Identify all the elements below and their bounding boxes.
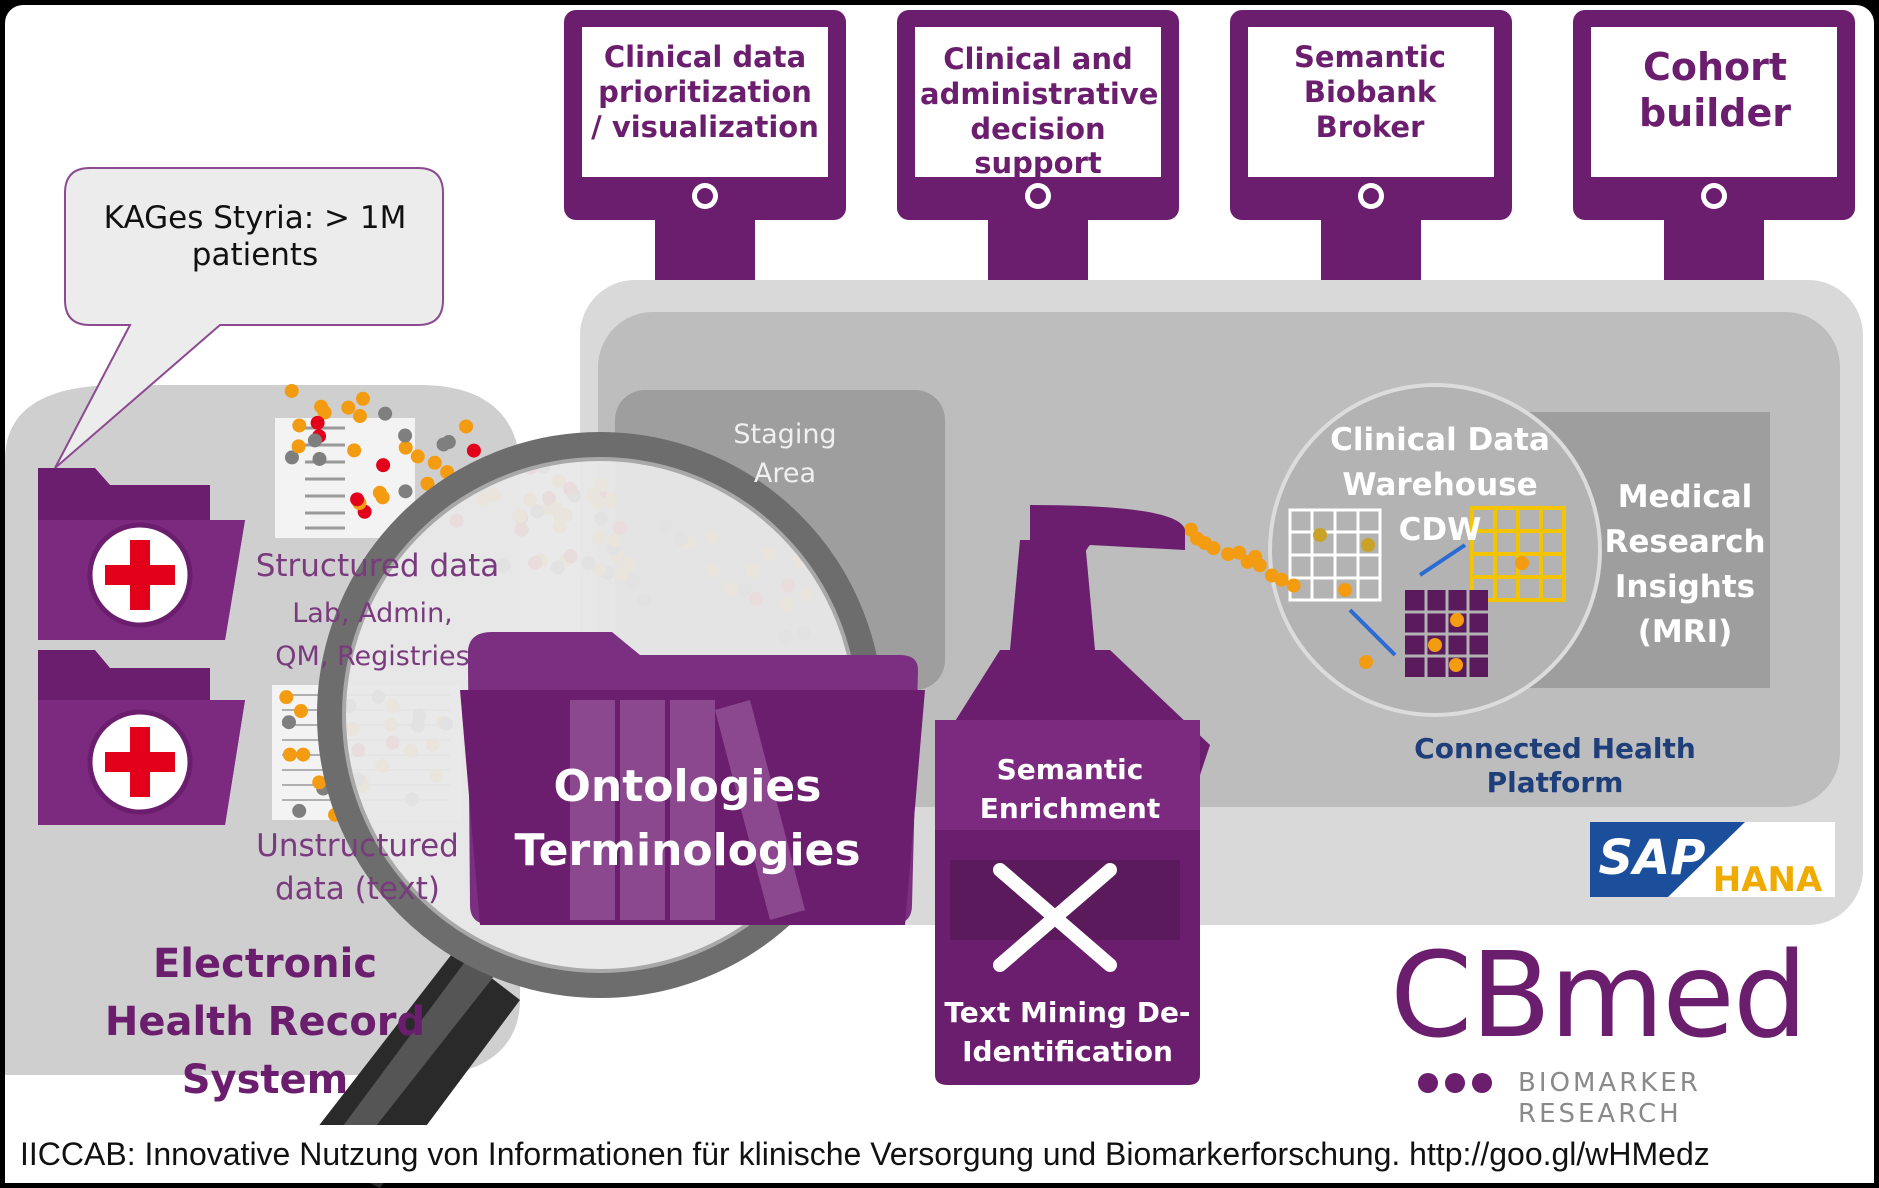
- data-dot: [352, 409, 367, 424]
- data-dot: [466, 443, 481, 458]
- staging-area-label: Staging Area: [733, 419, 837, 490]
- structured-data-title: Structured data: [255, 548, 500, 584]
- cdw-dot: [1449, 658, 1463, 672]
- data-dot: [314, 399, 329, 414]
- data-dot: [420, 476, 435, 491]
- data-dot: [347, 443, 362, 458]
- data-dot: [1274, 572, 1289, 587]
- monitor-label: Semantic Biobank Broker: [1294, 40, 1446, 144]
- data-dot: [312, 451, 327, 466]
- data-dot: [355, 391, 370, 406]
- data-dot: [310, 415, 325, 430]
- monitor-label: Clinical and administrative decision sup…: [920, 42, 1159, 181]
- data-dot: [441, 435, 456, 450]
- data-dot: [1221, 547, 1236, 562]
- mri-label: Medical Research Insights (MRI): [1604, 479, 1766, 650]
- cbmed-dot: [1445, 1073, 1465, 1093]
- data-dot: [372, 485, 387, 500]
- data-dot: [1252, 558, 1267, 573]
- data-dot: [284, 450, 299, 465]
- cdw-arrows: [1348, 543, 1467, 657]
- structured-data-lines: [305, 426, 345, 530]
- cdw-dot: [1428, 638, 1442, 652]
- cdw-grid-white: [1288, 508, 1382, 602]
- wrench-icon: [993, 863, 1117, 972]
- data-dot: [341, 400, 356, 415]
- unstructured-data-title: Unstructured data (text): [256, 828, 459, 908]
- cdw-dot: [1361, 538, 1375, 552]
- monitor-label: Cohort builder: [1638, 45, 1792, 135]
- data-dot: [1232, 545, 1247, 560]
- ontology-line2: Terminologies: [514, 824, 861, 876]
- cbmed-dot: [1472, 1073, 1492, 1093]
- semantic-enrichment-label: Semantic Enrichment: [979, 753, 1161, 826]
- monitor-label: Clinical data prioritization / visualiza…: [591, 40, 819, 144]
- data-dot: [292, 803, 307, 818]
- data-dot: [312, 775, 327, 790]
- data-dot: [459, 419, 474, 434]
- ontology-label: Ontologies Terminologies: [505, 755, 870, 883]
- callout-bubble: [54, 167, 444, 469]
- ehr-title: Electronic Health Record System: [104, 941, 426, 1103]
- ontology-line1: Ontologies: [553, 761, 822, 812]
- data-dot: [398, 428, 413, 443]
- data-dot: [410, 449, 425, 464]
- ontology-folder-icon: [460, 632, 925, 925]
- data-dot: [291, 439, 306, 454]
- data-dot: [307, 433, 322, 448]
- structured-data-subtitle: Lab, Admin, QM, Registries: [275, 598, 470, 673]
- data-dot: [376, 458, 391, 473]
- sap-hana-logo: [1590, 822, 1835, 897]
- sap-brand: SAP: [1598, 830, 1706, 886]
- cbmed-dot: [1418, 1073, 1438, 1093]
- cdw-grid-gold: [1470, 506, 1566, 602]
- cdw-dot: [1338, 583, 1352, 597]
- monitor-1: [564, 10, 846, 280]
- data-dot: [279, 690, 294, 705]
- data-dot: [284, 383, 299, 398]
- monitor-2: [897, 10, 1179, 280]
- cdw-dot: [1515, 556, 1529, 570]
- data-dot: [427, 455, 442, 470]
- monitor-3: [1230, 10, 1512, 280]
- cdw-circle: [1268, 383, 1602, 717]
- data-dot: [350, 492, 365, 507]
- callout-text: KAGes Styria: > 1M patients: [103, 200, 407, 274]
- ehr-folder-icon: [38, 650, 245, 825]
- cbmed-wordmark: CBmed: [1390, 926, 1808, 1064]
- monitor-4: [1573, 10, 1855, 280]
- data-dot: [1286, 578, 1301, 593]
- cbmed-tagline: BIOMARKER RESEARCH: [1518, 1068, 1701, 1130]
- data-dot: [378, 406, 393, 421]
- cdw-dot: [1450, 613, 1464, 627]
- data-dot: [296, 747, 311, 762]
- hana-product: HANA: [1712, 860, 1823, 900]
- data-dot: [282, 747, 297, 762]
- data-dot: [398, 484, 413, 499]
- data-dot: [1206, 541, 1221, 556]
- data-dot: [398, 440, 413, 455]
- data-dot: [292, 418, 307, 433]
- text-mining-label: Text Mining De-Identification: [944, 996, 1191, 1069]
- cdw-dot: [1313, 528, 1327, 542]
- cdw-label: Clinical Data Warehouse CDW: [1330, 422, 1550, 548]
- data-dot: [293, 704, 308, 719]
- footer-band: [5, 1125, 1874, 1183]
- ehr-folder-icon: [38, 468, 245, 640]
- platform-name: Connected Health Platform: [1414, 732, 1696, 799]
- data-dot: [281, 715, 296, 730]
- footer-citation: IICCAB: Innovative Nutzung von Informati…: [20, 1136, 1710, 1172]
- cdw-dot: [1359, 655, 1373, 669]
- cdw-grid-purple-lines: [1405, 590, 1488, 677]
